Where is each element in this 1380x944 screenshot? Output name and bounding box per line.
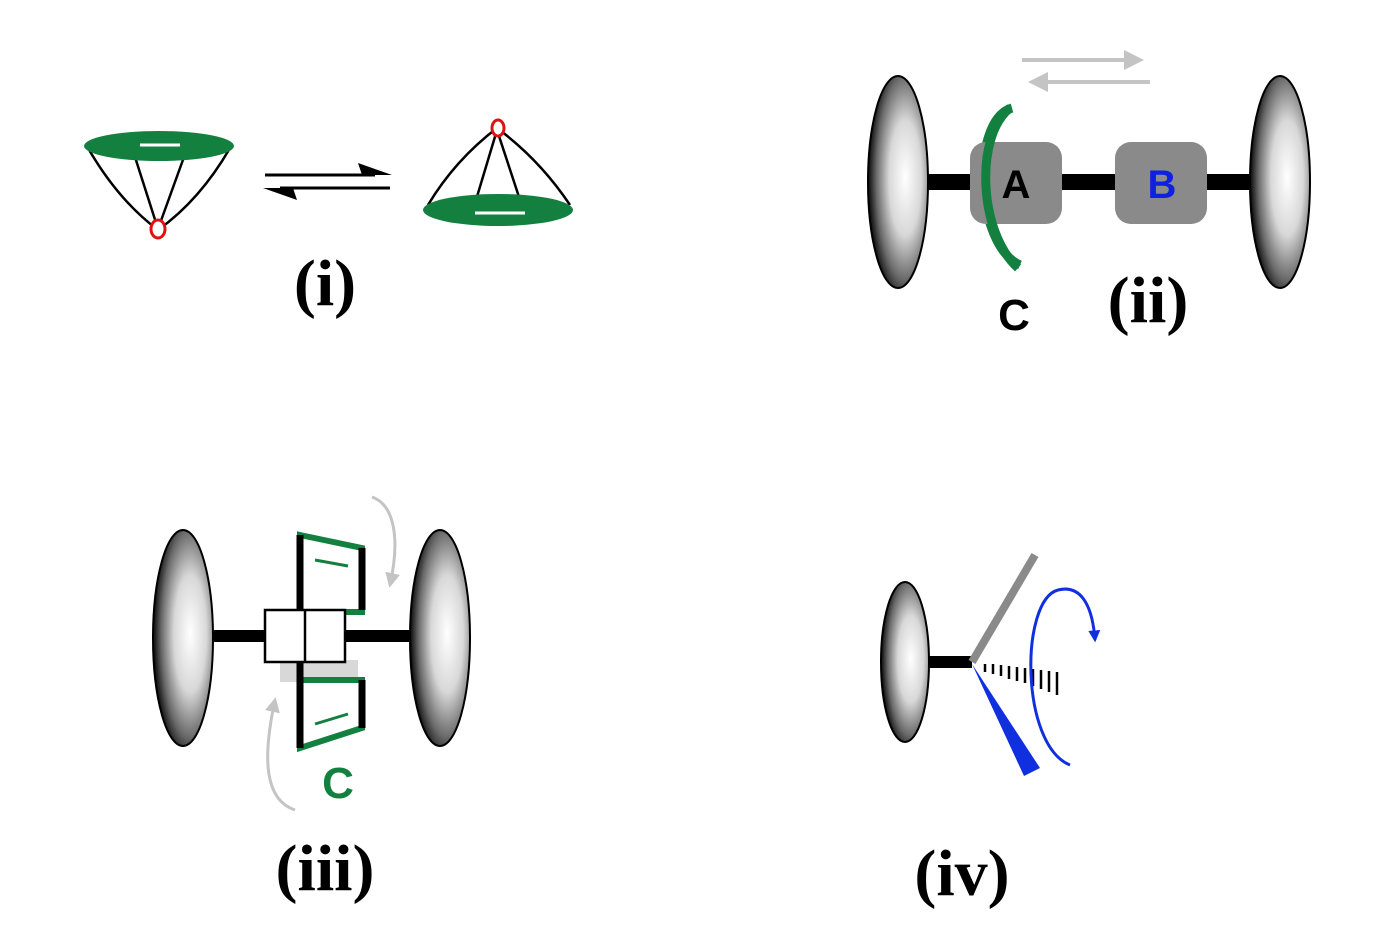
station-b-label: B (1148, 163, 1177, 207)
equilibrium-arrows (263, 163, 392, 200)
station-b (1115, 142, 1207, 224)
panel-label-ii: (ii) (1108, 264, 1189, 337)
panel-iv: (iv) (880, 552, 1101, 910)
ring-label-c: C (322, 759, 354, 808)
shuttle-arrows (1022, 50, 1150, 92)
stopper-left (867, 75, 929, 289)
panel-label-iv: (iv) (914, 837, 1009, 910)
stopper (880, 581, 930, 743)
bond-wedge-blue (972, 664, 1040, 776)
rotation-arrow-bottom (265, 697, 296, 812)
bond-hashed (983, 664, 1059, 695)
ring-c (981, 104, 1022, 272)
ring-green-bottom (423, 194, 573, 226)
panel-ii: A B C (ii) (867, 50, 1311, 340)
station-a-label: A (1002, 163, 1031, 207)
cyclodextrin-cone-down (84, 131, 234, 240)
cyclodextrin-cone-up (423, 118, 573, 226)
stopper-left (152, 529, 214, 747)
panel-i: (i) (84, 118, 573, 320)
panel-label-iii: (iii) (276, 832, 375, 905)
stopper-right (409, 529, 471, 747)
bond-gray (968, 552, 1039, 665)
rotation-arrow-top (371, 495, 400, 588)
station-a (970, 142, 1062, 224)
ring-label-c: C (998, 291, 1030, 340)
oxygen-atom (149, 218, 167, 240)
panel-iii: C (iii) (152, 495, 471, 905)
panel-label-i: (i) (294, 247, 356, 320)
stopper-right (1249, 75, 1311, 289)
oxygen-atom (490, 118, 506, 138)
rotation-arrow-blue (1029, 587, 1101, 767)
